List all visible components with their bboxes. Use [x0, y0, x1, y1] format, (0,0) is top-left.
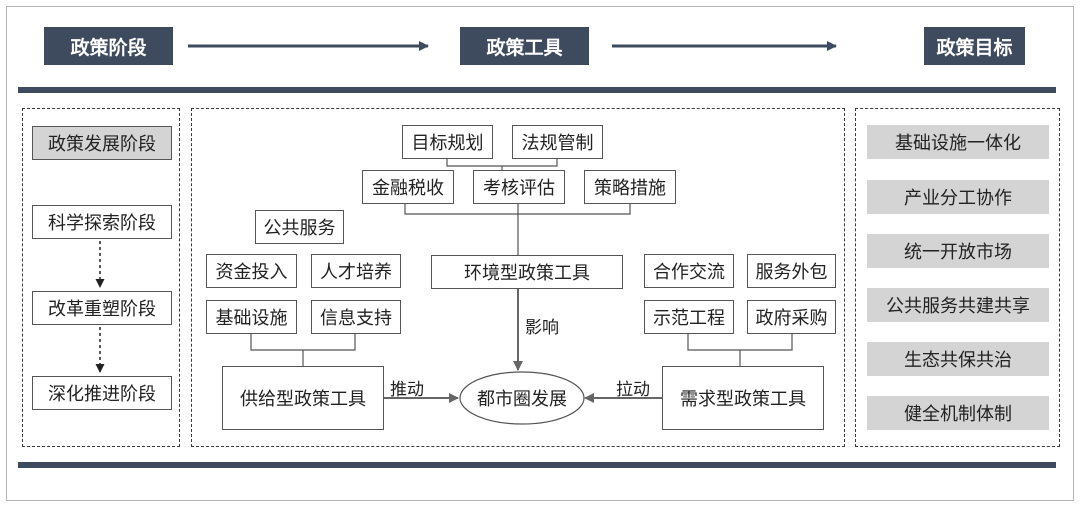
header-policy-stage: 政策阶段 [44, 27, 173, 65]
demand-bracket [687, 334, 793, 366]
demand-item-demonstration: 示范工程 [644, 300, 734, 334]
env-item-strategy: 策略措施 [584, 170, 676, 204]
goal-item-2: 产业分工协作 [867, 180, 1049, 214]
env-item-assessment: 考核评估 [473, 170, 565, 204]
center-node-label: 都市圈发展 [477, 389, 567, 410]
bottom-rule [18, 462, 1056, 468]
env-mid-bracket [404, 204, 631, 255]
outer-frame [6, 6, 1074, 501]
stage-step-3: 深化推进阶段 [32, 376, 172, 410]
supply-item-capital: 资金投入 [206, 254, 297, 288]
env-item-regulation: 法规管制 [512, 125, 603, 159]
supply-link-label: 推动 [390, 380, 424, 400]
goal-item-1: 基础设施一体化 [867, 125, 1049, 159]
supply-tool-title: 供给型政策工具 [222, 366, 384, 430]
stage-current: 政策发展阶段 [32, 126, 172, 160]
goal-item-6: 健全机制体制 [867, 396, 1049, 430]
top-rule [18, 87, 1056, 93]
goal-item-3: 统一开放市场 [867, 234, 1049, 268]
supply-item-infrastructure: 基础设施 [206, 300, 297, 334]
supply-bracket [250, 334, 356, 366]
demand-item-cooperation: 合作交流 [644, 254, 734, 288]
demand-item-procurement: 政府采购 [747, 300, 836, 334]
env-item-goal-planning: 目标规划 [402, 125, 493, 159]
env-item-finance-tax: 金融税收 [362, 170, 454, 204]
supply-item-information: 信息支持 [311, 300, 401, 334]
demand-item-outsourcing: 服务外包 [747, 254, 836, 288]
goal-item-5: 生态共保共治 [867, 342, 1049, 376]
stage-step-2: 改革重塑阶段 [32, 291, 172, 325]
supply-item-talent: 人才培养 [311, 254, 401, 288]
stage-panel [22, 108, 180, 447]
env-link-label: 影响 [525, 318, 559, 338]
header-policy-goals: 政策目标 [924, 27, 1025, 65]
goal-item-4: 公共服务共建共享 [867, 288, 1049, 322]
env-tool-title: 环境型政策工具 [431, 255, 623, 289]
stage-step-1: 科学探索阶段 [32, 205, 172, 239]
goals-panel [855, 108, 1060, 447]
header-policy-tools: 政策工具 [460, 27, 589, 65]
demand-tool-title: 需求型政策工具 [662, 366, 824, 430]
center-ellipse [459, 371, 585, 425]
supply-item-public-service: 公共服务 [255, 210, 344, 244]
tools-panel [191, 108, 845, 447]
demand-link-label: 拉动 [616, 380, 650, 400]
